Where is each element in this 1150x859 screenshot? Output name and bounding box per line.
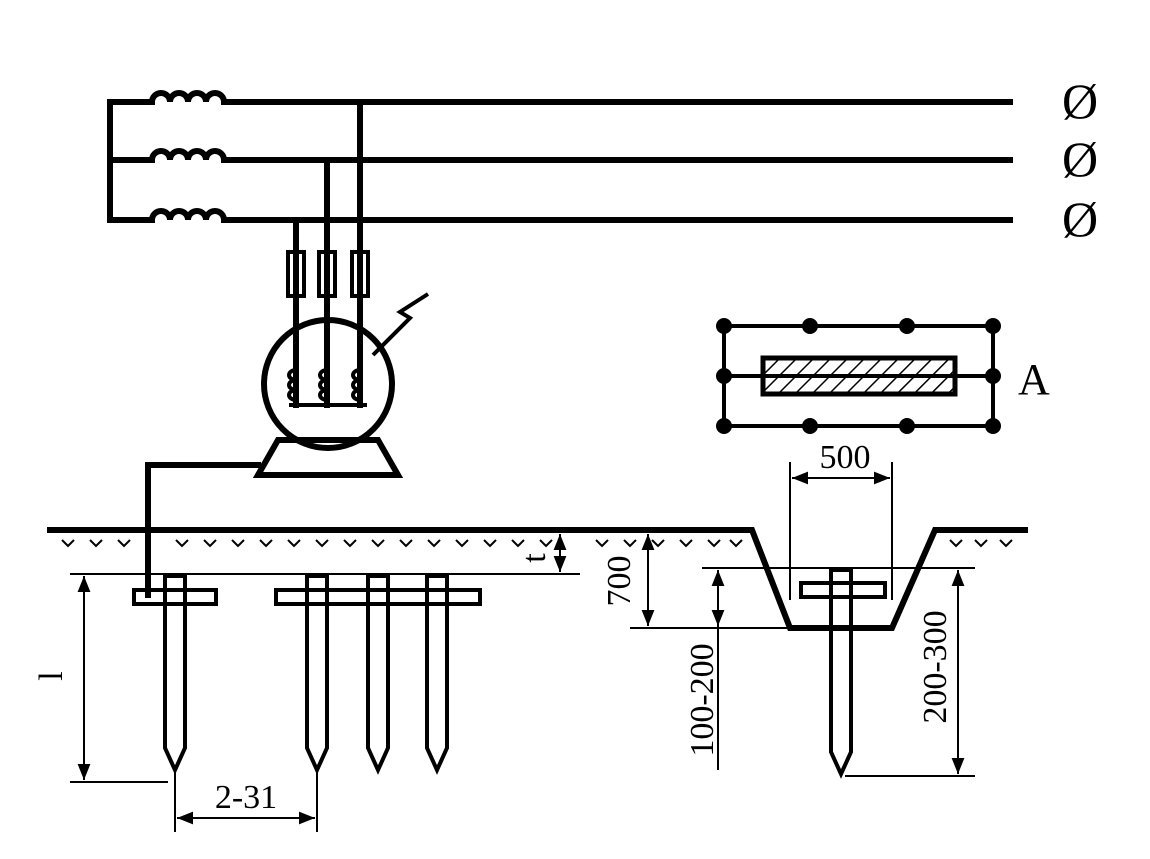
dim-trench-depth: 700 (601, 534, 788, 629)
dim-trench-depth-label: 700 (601, 556, 638, 607)
transformer-secondary (107, 90, 228, 224)
fuse-1 (286, 250, 306, 298)
coil-phase-1 (148, 90, 228, 106)
dim-top-below-bottom: 100-200 (684, 567, 975, 770)
electrode-group (274, 574, 482, 775)
dim-embed: 200-300 (845, 570, 975, 777)
phase-terminals: Ø Ø Ø (1062, 73, 1098, 247)
dim-trench-width-label: 500 (820, 439, 871, 476)
ground-line-with-trench (47, 527, 1028, 631)
terminal-symbol-1: Ø (1062, 73, 1098, 129)
dim-top-below-bottom-label: 100-200 (684, 643, 721, 756)
motor-housing (261, 317, 395, 451)
flat-bar-3 (799, 581, 887, 599)
dim-electrode-spacing: 2-31 (174, 772, 318, 832)
plan-nodes (716, 318, 1001, 434)
ground-conductor (145, 462, 261, 598)
fault-lightning-icon (371, 292, 430, 357)
dim-embed-label: 200-300 (917, 610, 954, 723)
electrode-rod-1 (163, 574, 187, 775)
coil-phase-3 (148, 208, 228, 224)
coil-phase-2 (148, 148, 228, 164)
fuse-3 (350, 250, 370, 298)
motor (252, 292, 430, 478)
electrode-rod-2 (305, 574, 329, 775)
electrode-rod-4 (425, 574, 449, 775)
dim-depth-t-label: t (516, 553, 553, 563)
plan-view-a: A (716, 318, 1050, 434)
electrode-rod-3 (366, 574, 390, 775)
dim-trench-width: 500 (789, 439, 893, 600)
dim-electrode-spacing-label: 2-31 (215, 779, 277, 816)
motor-base (252, 437, 404, 478)
terminal-symbol-3: Ø (1062, 191, 1098, 247)
plan-hatched-bar (760, 355, 958, 397)
flat-bar-2 (274, 588, 482, 606)
dim-electrode-length: l (33, 576, 168, 783)
electrode-single (132, 574, 218, 775)
soil-hatching (61, 539, 1013, 548)
motor-feeders (286, 99, 370, 408)
ground-surface (47, 527, 1028, 631)
flat-bar-1 (132, 588, 218, 606)
trench-electrode (799, 568, 887, 779)
dim-depth-t: t (70, 534, 580, 575)
motor-windings (287, 368, 367, 407)
terminal-symbol-2: Ø (1062, 131, 1098, 187)
dim-electrode-length-label: l (33, 671, 70, 680)
three-phase-bus (221, 99, 1013, 223)
fuse-2 (317, 250, 337, 298)
plan-view-label: A (1018, 355, 1050, 404)
electrode-rod-5 (829, 568, 853, 779)
